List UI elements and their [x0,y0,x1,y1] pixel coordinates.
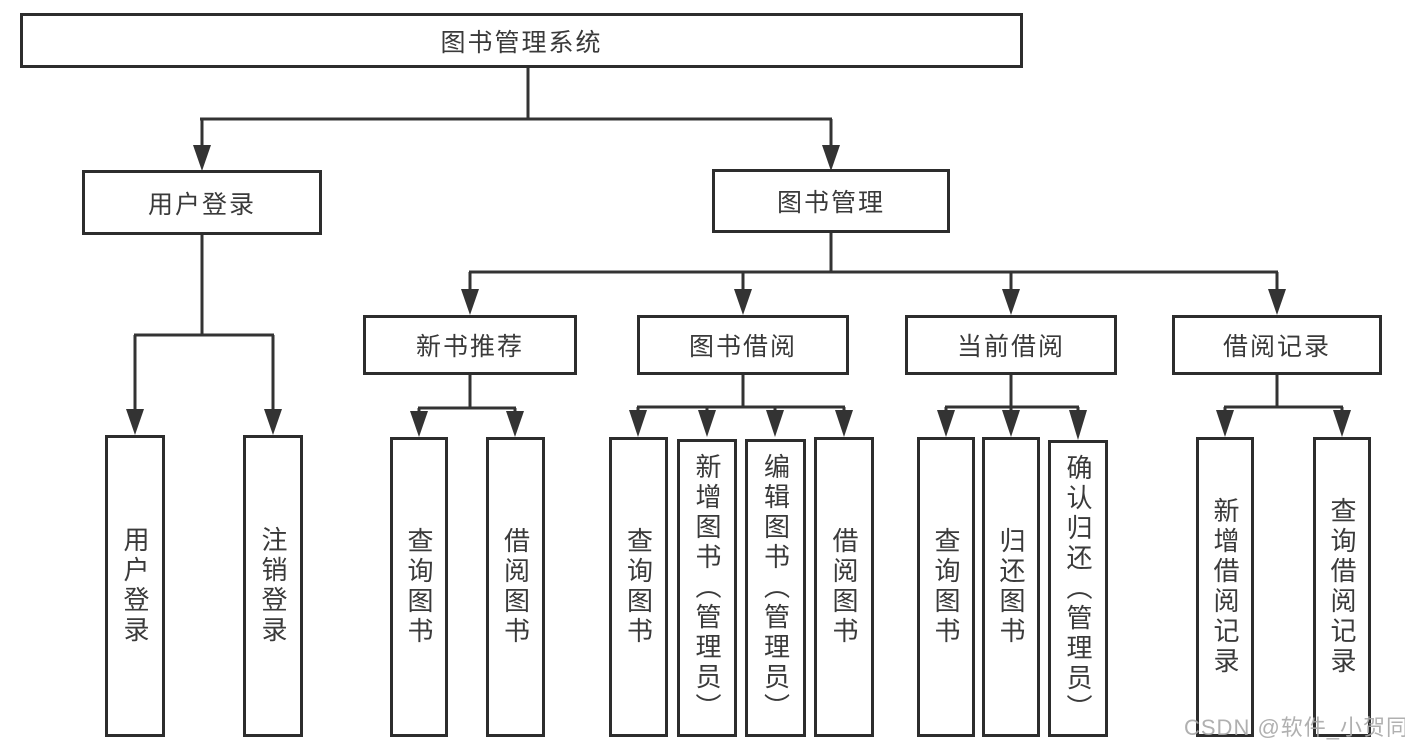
node-label: 归还图书 [996,527,1026,647]
node-label: 注销登录 [258,526,288,646]
connector-current-borrow-to-children [937,374,1087,440]
node-query-borrow-record: 查询借阅记录 [1313,437,1371,737]
node-label: 借阅图书 [500,527,531,647]
node-label: 新增借阅记录 [1210,497,1240,677]
node-borrow-books-action: 借阅图书 [814,437,874,737]
node-label: 查询借阅记录 [1327,497,1357,677]
node-book-borrow: 图书借阅 [637,315,849,375]
node-user-login-action: 用户登录 [105,435,165,737]
node-edit-books-admin: 编辑图书（管理员） [745,439,806,737]
connector-book-management-to-level3 [461,232,1286,315]
node-label: 当前借阅 [956,333,1065,361]
node-label: 用户登录 [147,190,256,219]
node-label: 新书推荐 [415,333,524,361]
node-query-books-recommend: 查询图书 [390,437,448,737]
node-add-borrow-record: 新增借阅记录 [1196,437,1254,737]
node-label: 借阅图书 [829,527,859,647]
node-label: 确认归还（管理员） [1063,453,1093,724]
node-label: 借阅记录 [1222,333,1331,361]
node-query-books-current: 查询图书 [917,437,975,737]
node-query-books-borrow: 查询图书 [609,437,668,737]
node-label: 编辑图书（管理员） [760,453,791,723]
watermark: CSDN @软件_小贺同学 [1184,715,1405,740]
node-current-borrow: 当前借阅 [905,315,1117,375]
node-new-book-recommend: 新书推荐 [363,315,577,375]
node-logout-action: 注销登录 [243,435,303,737]
node-label: 图书管理 [776,189,885,217]
node-borrow-books-recommend: 借阅图书 [486,437,545,737]
connector-user-login-to-children [126,234,282,435]
connector-borrow-records-to-children [1216,374,1351,437]
connector-root-to-level2 [193,66,840,171]
node-label: 查询图书 [404,527,434,647]
node-return-books: 归还图书 [982,437,1040,737]
node-confirm-return-admin: 确认归还（管理员） [1048,440,1108,737]
node-label: 查询图书 [931,527,961,647]
node-label: 图书管理系统 [440,28,603,57]
connector-new-book-to-children [410,374,524,437]
node-borrow-records: 借阅记录 [1172,315,1382,375]
connector-book-borrow-to-children [629,374,853,437]
node-library-system: 图书管理系统 [20,13,1023,68]
node-label: 图书借阅 [688,333,797,361]
node-add-books-admin: 新增图书（管理员） [677,439,737,737]
node-label: 用户登录 [120,526,150,646]
node-label: 新增图书（管理员） [692,453,722,723]
node-user-login: 用户登录 [82,170,322,235]
node-label: 查询图书 [623,527,654,647]
node-book-management: 图书管理 [712,169,950,233]
